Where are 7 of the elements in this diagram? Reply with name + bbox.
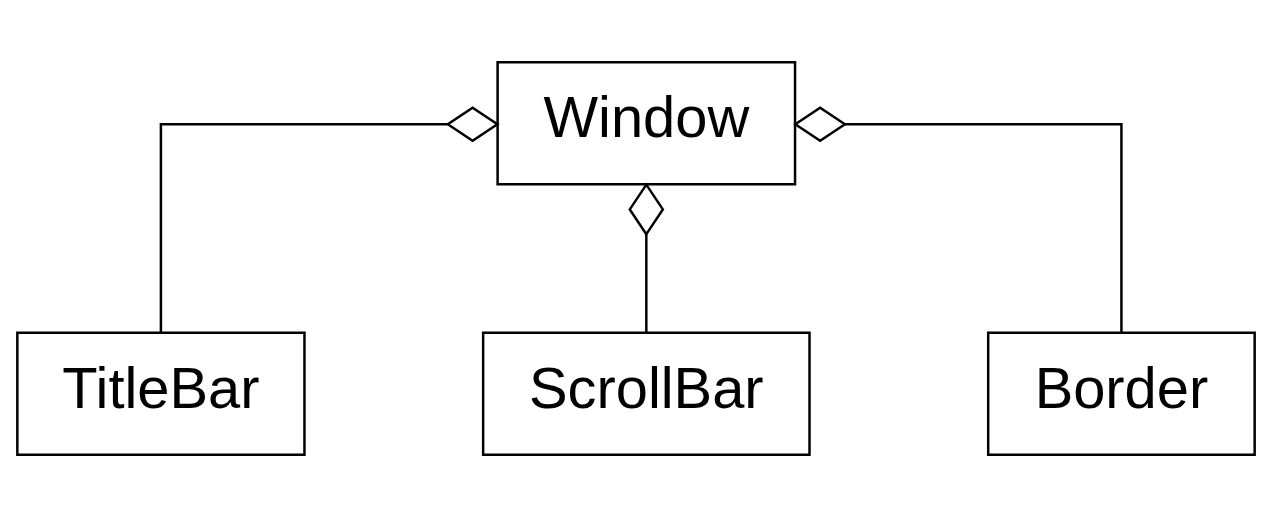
- connector: [159, 106, 500, 333]
- node-box: TitleBar: [16, 331, 306, 456]
- node-box: Window: [496, 61, 797, 186]
- node-box: Border: [986, 331, 1256, 456]
- connector: [628, 182, 665, 333]
- node-box: ScrollBar: [481, 331, 811, 456]
- connector: [793, 106, 1123, 333]
